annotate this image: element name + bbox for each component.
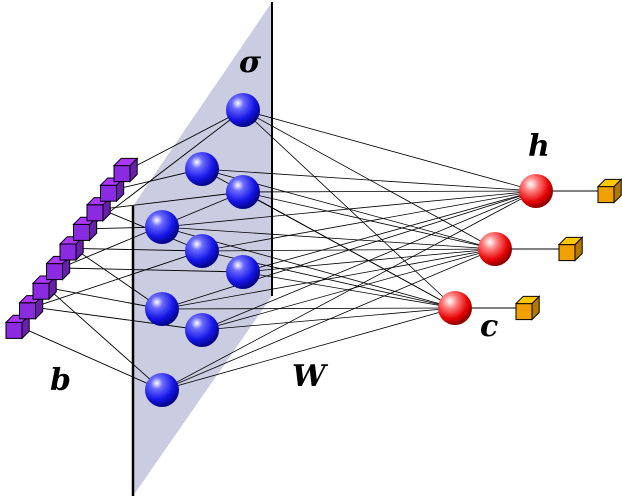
connection-edge (161, 226, 496, 250)
connection-edge (201, 307, 456, 331)
hidden-node (185, 152, 219, 186)
bias-cubes (4, 157, 622, 340)
network-nodes (145, 93, 553, 407)
output-node (519, 174, 553, 208)
connection-edge (87, 109, 244, 230)
connection-edge (201, 168, 537, 192)
connection-edge (201, 190, 537, 252)
output-bias-cube (514, 295, 541, 321)
hidden-node (226, 175, 260, 209)
connection-edge (161, 190, 537, 228)
hidden-node (145, 373, 179, 407)
connection-edge (161, 248, 496, 310)
connection-edge (161, 307, 456, 391)
connection-edge (127, 109, 244, 171)
bias-b-label: b (50, 363, 71, 398)
output-node (478, 232, 512, 266)
input-bias-cube (99, 176, 125, 203)
output-h-label: h (528, 129, 550, 164)
input-bias-cube (112, 157, 139, 183)
connection-edge (161, 190, 537, 310)
connection-edge (46, 287, 163, 310)
input-bias-cube (72, 215, 98, 242)
connection-edge (161, 248, 496, 391)
sigma-label: σ (239, 45, 262, 80)
connection-edge (242, 271, 456, 309)
connection-edge (161, 307, 456, 310)
connection-edge (100, 191, 244, 210)
output-node (438, 291, 472, 325)
connection-edge (73, 248, 163, 310)
input-bias-cube (58, 235, 85, 262)
input-bias-cube (45, 255, 71, 281)
weights-w-label: W (292, 359, 326, 394)
connection-edge (242, 190, 537, 193)
connection-edge (19, 326, 163, 391)
hidden-node (145, 292, 179, 326)
connection-edge (46, 287, 163, 391)
output-bias-cube (557, 236, 584, 262)
output-bias-cube (596, 178, 622, 204)
connection-edge (242, 109, 537, 192)
connection-edge (60, 267, 244, 273)
connection-edge (73, 247, 203, 252)
bias-c-label: c (480, 309, 499, 344)
hidden-node (185, 234, 219, 268)
hidden-node (226, 255, 260, 289)
hidden-node (145, 210, 179, 244)
connection-edges (19, 109, 606, 391)
connection-edge (33, 250, 203, 308)
connection-edge (33, 306, 203, 331)
input-bias-cube (4, 313, 31, 340)
hidden-node (185, 313, 219, 347)
connection-edge (242, 190, 537, 273)
connection-edge (161, 190, 537, 391)
connection-edge (242, 191, 496, 250)
connection-edge (201, 190, 537, 331)
hidden-node (226, 93, 260, 127)
connection-edge (201, 248, 496, 331)
